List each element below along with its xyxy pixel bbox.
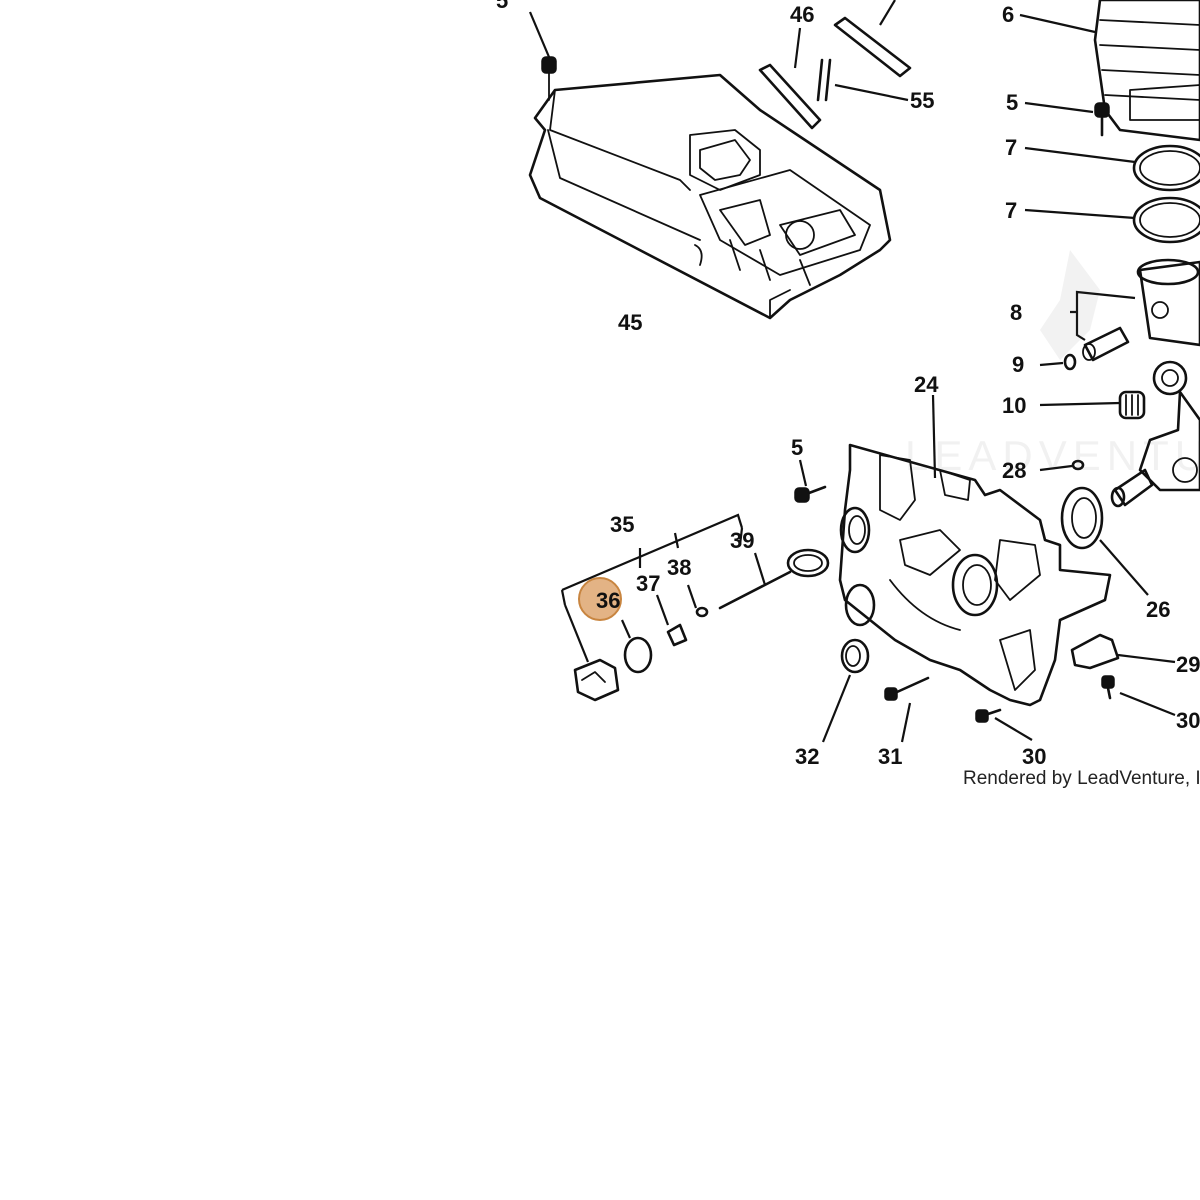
- piston-rings-7: [1024, 144, 1200, 244]
- credit-text: Rendered by LeadVenture, Inc.: [963, 768, 1200, 789]
- label-7b[interactable]: 7: [1005, 198, 1017, 223]
- oring-36: [620, 619, 653, 674]
- label-30-right[interactable]: 30: [1176, 708, 1200, 733]
- label-10[interactable]: 10: [1002, 393, 1026, 418]
- screw-30: [975, 708, 1033, 741]
- label-35[interactable]: 35: [610, 512, 634, 537]
- bearing-26: [1060, 486, 1149, 596]
- label-24[interactable]: 24: [914, 372, 939, 397]
- label-37[interactable]: 37: [636, 571, 660, 596]
- label-28[interactable]: 28: [1002, 458, 1026, 483]
- label-9[interactable]: 9: [1012, 352, 1024, 377]
- screw-5-mid: [794, 459, 827, 503]
- label-45[interactable]: 45: [618, 310, 642, 335]
- bolt-31: [884, 676, 930, 743]
- svg-text:LEADVENTURE: LEADVENTURE: [905, 432, 1200, 479]
- cylinder-part-6: [1019, 0, 1200, 142]
- watermark-logo: LEADVENTURE: [905, 250, 1200, 479]
- pin-clip-9: [1039, 353, 1077, 371]
- label-7a[interactable]: 7: [1005, 135, 1017, 160]
- label-29[interactable]: 29: [1176, 652, 1200, 677]
- highlight-marker-36[interactable]: [578, 577, 622, 621]
- screw-30-right: [1101, 675, 1176, 717]
- piston-part-8: [1070, 258, 1200, 362]
- label-36[interactable]: 36: [596, 588, 620, 613]
- label-38[interactable]: 38: [667, 555, 691, 580]
- seal-32: [821, 638, 870, 743]
- label-39[interactable]: 39: [730, 528, 754, 553]
- label-8[interactable]: 8: [1010, 300, 1022, 325]
- label-5-right[interactable]: 5: [1006, 90, 1018, 115]
- plug-36-base: [563, 604, 620, 702]
- label-46[interactable]: 46: [790, 2, 814, 27]
- label-32[interactable]: 32: [795, 744, 819, 769]
- part-29: [1070, 633, 1176, 670]
- screw-38: [686, 584, 709, 618]
- cover-part-45: [528, 73, 892, 320]
- part-labels: 5 46 6 55 5 7 7 8 45 9 24 10 5 28 35 39 …: [496, 0, 1200, 769]
- label-26[interactable]: 26: [1146, 597, 1170, 622]
- label-30[interactable]: 30: [1022, 744, 1046, 769]
- label-5-mid[interactable]: 5: [791, 435, 803, 460]
- label-6[interactable]: 6: [1002, 2, 1014, 27]
- needle-bearing-10: [1039, 390, 1146, 420]
- crankshaft: [1110, 360, 1200, 508]
- bracket-35: [560, 513, 744, 606]
- pins-46-55: [758, 0, 912, 130]
- label-55[interactable]: 55: [910, 88, 934, 113]
- screw-5-top: [528, 11, 557, 101]
- pin-28: [1039, 459, 1085, 472]
- filter-39: [718, 548, 830, 610]
- screw-5-right: [1024, 101, 1110, 137]
- label-5-top[interactable]: 5: [496, 0, 508, 13]
- screw-37: [655, 594, 688, 647]
- crankcase-part-24: [838, 394, 1112, 707]
- label-31[interactable]: 31: [878, 744, 902, 769]
